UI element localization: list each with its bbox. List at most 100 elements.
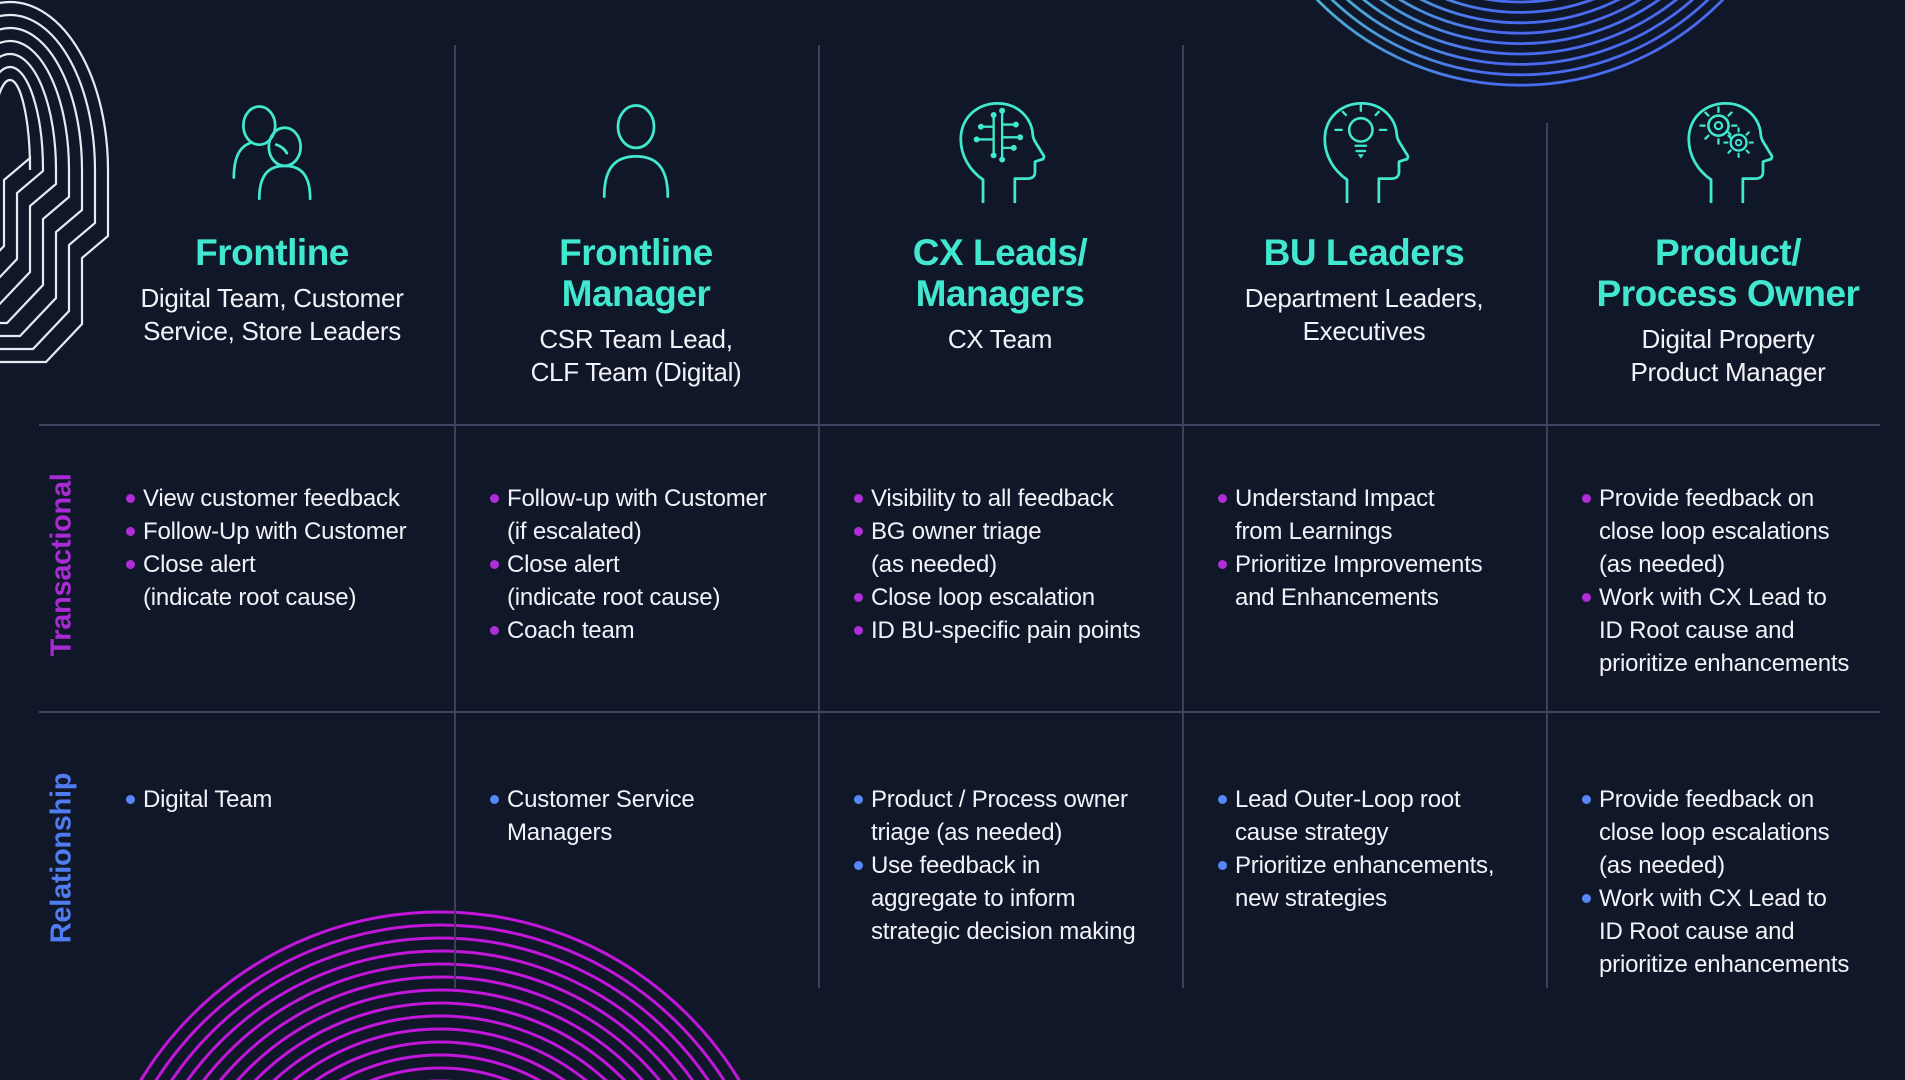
list-item-text: Visibility to all feedback xyxy=(871,485,1114,512)
list-item: Digital Team xyxy=(126,783,448,816)
bullet-dot xyxy=(490,494,499,503)
responsibility-list: Provide feedback on close loop escalatio… xyxy=(1582,482,1904,680)
role-subtitle: Digital Property Product Manager xyxy=(1630,324,1826,387)
list-item: Provide feedback on close loop escalatio… xyxy=(1582,482,1904,581)
list-item: ID BU-specific pain points xyxy=(854,614,1176,647)
list-item-text: Provide feedback on close loop escalatio… xyxy=(1599,786,1830,879)
column-divider xyxy=(454,45,456,988)
role-subtitle: Digital Team, Customer Service, Store Le… xyxy=(140,283,404,346)
list-item: Visibility to all feedback xyxy=(854,482,1176,515)
bullet-dot xyxy=(126,494,135,503)
list-item: View customer feedback xyxy=(126,482,448,515)
list-item: Understand Impact from Learnings xyxy=(1218,482,1540,548)
matrix-cell: Visibility to all feedback BG owner triag… xyxy=(818,425,1182,712)
list-item-text: Follow-Up with Customer xyxy=(143,518,407,545)
column-divider xyxy=(1546,123,1548,988)
list-item-text: Work with CX Lead to ID Root cause and p… xyxy=(1599,885,1850,978)
list-item-text: Prioritize Improvements and Enhancements xyxy=(1235,551,1483,611)
list-item-text: Use feedback in aggregate to inform stra… xyxy=(871,852,1136,945)
bullet-dot xyxy=(126,527,135,536)
list-item: Close alert (indicate root cause) xyxy=(126,548,448,614)
bullet-dot xyxy=(854,795,863,804)
two-people-icon xyxy=(232,105,312,201)
bullet-dot xyxy=(1582,593,1591,602)
list-item: Provide feedback on close loop escalatio… xyxy=(1582,783,1904,882)
matrix-cell: Customer Service Managers xyxy=(454,712,818,1080)
role-subtitle: CSR Team Lead, CLF Team (Digital) xyxy=(530,324,742,387)
list-item: BG owner triage (as needed) xyxy=(854,515,1176,581)
list-item-text: Close alert (indicate root cause) xyxy=(143,551,357,611)
list-item-text: View customer feedback xyxy=(143,485,400,512)
bullet-dot xyxy=(1218,560,1227,569)
list-item: Follow-Up with Customer xyxy=(126,515,448,548)
list-item-text: BG owner triage (as needed) xyxy=(871,518,1042,578)
role-title: Frontline Manager xyxy=(559,232,713,314)
role-icon-wrap xyxy=(947,96,1053,204)
list-item-text: Digital Team xyxy=(143,786,273,813)
list-item-text: Coach team xyxy=(507,617,635,644)
role-icon-wrap xyxy=(214,96,330,204)
list-item-text: Understand Impact from Learnings xyxy=(1235,485,1435,545)
row-divider-line xyxy=(39,424,1880,426)
bullet-dot xyxy=(1218,494,1227,503)
responsibility-list: Customer Service Managers xyxy=(490,783,812,849)
list-item: Prioritize enhancements, new strategies xyxy=(1218,849,1540,915)
list-item: Lead Outer-Loop root cause strategy xyxy=(1218,783,1540,849)
list-item: Use feedback in aggregate to inform stra… xyxy=(854,849,1176,948)
list-item: Prioritize Improvements and Enhancements xyxy=(1218,548,1540,614)
role-title: CX Leads/ Managers xyxy=(912,232,1088,314)
head-gears-icon xyxy=(1687,101,1774,203)
matrix-cell: Provide feedback on close loop escalatio… xyxy=(1546,712,1905,1080)
responsibility-list: Digital Team xyxy=(126,783,448,816)
list-item: Work with CX Lead to ID Root cause and p… xyxy=(1582,581,1904,680)
responsibility-list: Provide feedback on close loop escalatio… xyxy=(1582,783,1904,981)
list-item-text: Product / Process owner triage (as neede… xyxy=(871,786,1128,846)
bullet-dot xyxy=(1218,861,1227,870)
bullet-dot xyxy=(1582,494,1591,503)
role-title: Frontline xyxy=(195,232,349,273)
bullet-dot xyxy=(854,626,863,635)
matrix-cell: Product / Process owner triage (as neede… xyxy=(818,712,1182,1080)
role-title: Product/ Process Owner xyxy=(1596,232,1860,314)
list-item-text: Follow-up with Customer (if escalated) xyxy=(507,485,767,545)
list-item-text: Customer Service Managers xyxy=(507,786,695,846)
head-lightbulb-icon xyxy=(1323,101,1410,203)
bullet-dot xyxy=(490,626,499,635)
bullet-dot xyxy=(1218,795,1227,804)
bullet-dot xyxy=(490,560,499,569)
row-divider-line xyxy=(39,711,1880,713)
list-item: Follow-up with Customer (if escalated) xyxy=(490,482,812,548)
list-item: Close alert (indicate root cause) xyxy=(490,548,812,614)
list-item: Product / Process owner triage (as neede… xyxy=(854,783,1176,849)
row-label-transactional: Transactional xyxy=(45,473,78,657)
list-item-text: Work with CX Lead to ID Root cause and p… xyxy=(1599,584,1850,677)
row-label-relationship: Relationship xyxy=(45,772,78,944)
responsibility-list: Product / Process owner triage (as neede… xyxy=(854,783,1176,948)
column-divider xyxy=(818,45,820,988)
list-item: Coach team xyxy=(490,614,812,647)
list-item: Close loop escalation xyxy=(854,581,1176,614)
role-icon-wrap xyxy=(1675,96,1781,204)
list-item-text: Prioritize enhancements, new strategies xyxy=(1235,852,1495,912)
matrix-cell: Digital Team xyxy=(90,712,454,1080)
head-circuit-icon xyxy=(959,101,1046,203)
list-item-text: Close alert (indicate root cause) xyxy=(507,551,721,611)
bullet-dot xyxy=(854,494,863,503)
matrix-cell: Provide feedback on close loop escalatio… xyxy=(1546,425,1905,712)
bullet-dot xyxy=(1582,795,1591,804)
list-item-text: Provide feedback on close loop escalatio… xyxy=(1599,485,1830,578)
list-item-text: Lead Outer-Loop root cause strategy xyxy=(1235,786,1461,846)
responsibility-list: Visibility to all feedback BG owner triag… xyxy=(854,482,1176,647)
role-subtitle: Department Leaders, Executives xyxy=(1244,283,1484,346)
role-icon-wrap xyxy=(583,96,689,204)
